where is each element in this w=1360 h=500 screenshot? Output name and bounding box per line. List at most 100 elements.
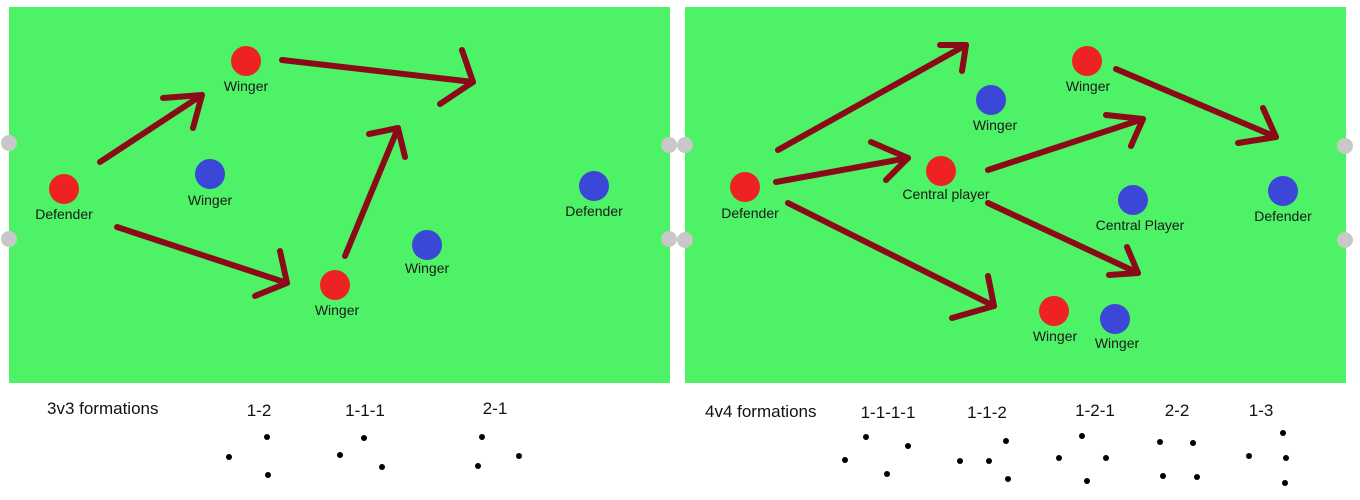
passing-arrows-3v3: [97, 47, 476, 299]
formation-dot: [379, 464, 385, 470]
player-label: Winger: [315, 302, 360, 318]
goal-post: [661, 231, 677, 247]
player-label: Central player: [902, 186, 989, 202]
formations-3v3: 3v3 formations 1-2 1-1-1 2-1: [47, 399, 522, 478]
player-label: Defender: [35, 206, 93, 222]
blue-player-marker: [1100, 304, 1130, 334]
player-label: Defender: [721, 205, 779, 221]
arrow-head: [1235, 105, 1279, 146]
red-player-winger: Winger: [224, 46, 269, 94]
formation-1-3: 1-3: [1246, 401, 1289, 486]
player-label: Defender: [1254, 208, 1312, 224]
player-label: Winger: [188, 192, 233, 208]
formation-dot: [957, 458, 963, 464]
blue-player-marker: [412, 230, 442, 260]
formation-dot: [1160, 473, 1166, 479]
arrow-head: [1103, 112, 1146, 149]
formation-1-1-1-1: 1-1-1-1: [842, 403, 915, 477]
formation-dot: [1283, 455, 1289, 461]
formation-dot: [1079, 433, 1085, 439]
pitch-4v4: Defender Winger Central player Winger Wi…: [677, 7, 1353, 383]
blue-player-winger: Winger: [1095, 304, 1140, 351]
arrow-head: [437, 47, 476, 107]
passing-arrows-4v4: [773, 42, 1279, 321]
arrow-head: [252, 248, 290, 299]
red-player-marker: [320, 270, 350, 300]
pass-arrow: [775, 42, 969, 153]
goal-post: [677, 232, 693, 248]
formation-label: 1-3: [1249, 401, 1274, 420]
formation-dot: [1005, 476, 1011, 482]
arrow-head: [366, 125, 408, 160]
pass-arrow: [985, 200, 1141, 276]
formation-2-1: 2-1: [475, 399, 522, 469]
blue-player-defender: Defender: [565, 171, 623, 219]
formations-caption: 3v3 formations: [47, 399, 159, 418]
red-player-marker: [730, 172, 760, 202]
formation-dot: [842, 457, 848, 463]
red-player-marker: [1039, 296, 1069, 326]
goal-post: [1337, 138, 1353, 154]
formation-label: 1-1-1-1: [861, 403, 916, 422]
blue-player-marker: [976, 85, 1006, 115]
formation-dot: [863, 434, 869, 440]
pitch-3v3-field: [9, 7, 670, 383]
formation-dot: [479, 434, 485, 440]
pass-arrow: [1113, 66, 1279, 140]
formation-label: 2-2: [1165, 401, 1190, 420]
pass-arrow: [97, 92, 205, 165]
formation-label: 1-2-1: [1075, 401, 1115, 420]
formation-dot: [1056, 455, 1062, 461]
pitch-4v4-field: [685, 7, 1346, 383]
player-label: Winger: [224, 78, 269, 94]
formation-dot: [1282, 480, 1288, 486]
player-label: Defender: [565, 203, 623, 219]
player-label: Winger: [973, 117, 1018, 133]
red-player-marker: [926, 156, 956, 186]
formation-2-2: 2-2: [1157, 401, 1200, 480]
formation-dot: [986, 458, 992, 464]
formation-dot: [265, 472, 271, 478]
red-player-winger: Winger: [1066, 46, 1111, 94]
formation-label: 1-1-1: [345, 401, 385, 420]
players-4v4: Defender Winger Central player Winger Wi…: [721, 46, 1312, 351]
formation-dot: [1103, 455, 1109, 461]
formation-dot: [1246, 453, 1252, 459]
formation-dot: [1194, 474, 1200, 480]
arrow-head: [160, 92, 205, 131]
blue-player-marker: [579, 171, 609, 201]
player-label: Winger: [1033, 328, 1078, 344]
pass-arrow: [773, 155, 911, 185]
goal-posts-3v3: [1, 135, 677, 247]
blue-player-marker: [1268, 176, 1298, 206]
formation-dot: [1084, 478, 1090, 484]
goal-post: [677, 137, 693, 153]
goal-post: [1337, 232, 1353, 248]
red-player-winger: Winger: [1033, 296, 1078, 344]
formation-dot: [226, 454, 232, 460]
red-player-marker: [1072, 46, 1102, 76]
goal-post: [661, 137, 677, 153]
formation-dot: [1280, 430, 1286, 436]
formations-4v4: 4v4 formations 1-1-1-1 1-1-2 1-2-1 2-2: [705, 401, 1289, 486]
arrow-head: [937, 42, 969, 74]
formation-label: 1-2: [247, 401, 272, 420]
pitch-3v3: Defender Winger Winger Winger Winger Def…: [1, 7, 677, 383]
players-3v3: Defender Winger Winger Winger Winger Def…: [35, 46, 623, 318]
pass-arrow: [985, 116, 1146, 173]
arrow-head: [868, 139, 911, 183]
blue-player-winger: Winger: [188, 159, 233, 208]
formation-dot: [884, 471, 890, 477]
formation-dot: [516, 453, 522, 459]
arrow-head: [949, 273, 997, 321]
blue-player-winger: Winger: [973, 85, 1018, 133]
arrow-head: [1106, 244, 1141, 278]
red-player-winger: Winger: [315, 270, 360, 318]
red-player-central: Central player: [902, 156, 990, 202]
red-player-defender: Defender: [721, 172, 779, 221]
formation-dot: [1190, 440, 1196, 446]
red-player-marker: [231, 46, 261, 76]
pass-arrow: [785, 200, 997, 309]
red-player-defender: Defender: [35, 174, 93, 222]
